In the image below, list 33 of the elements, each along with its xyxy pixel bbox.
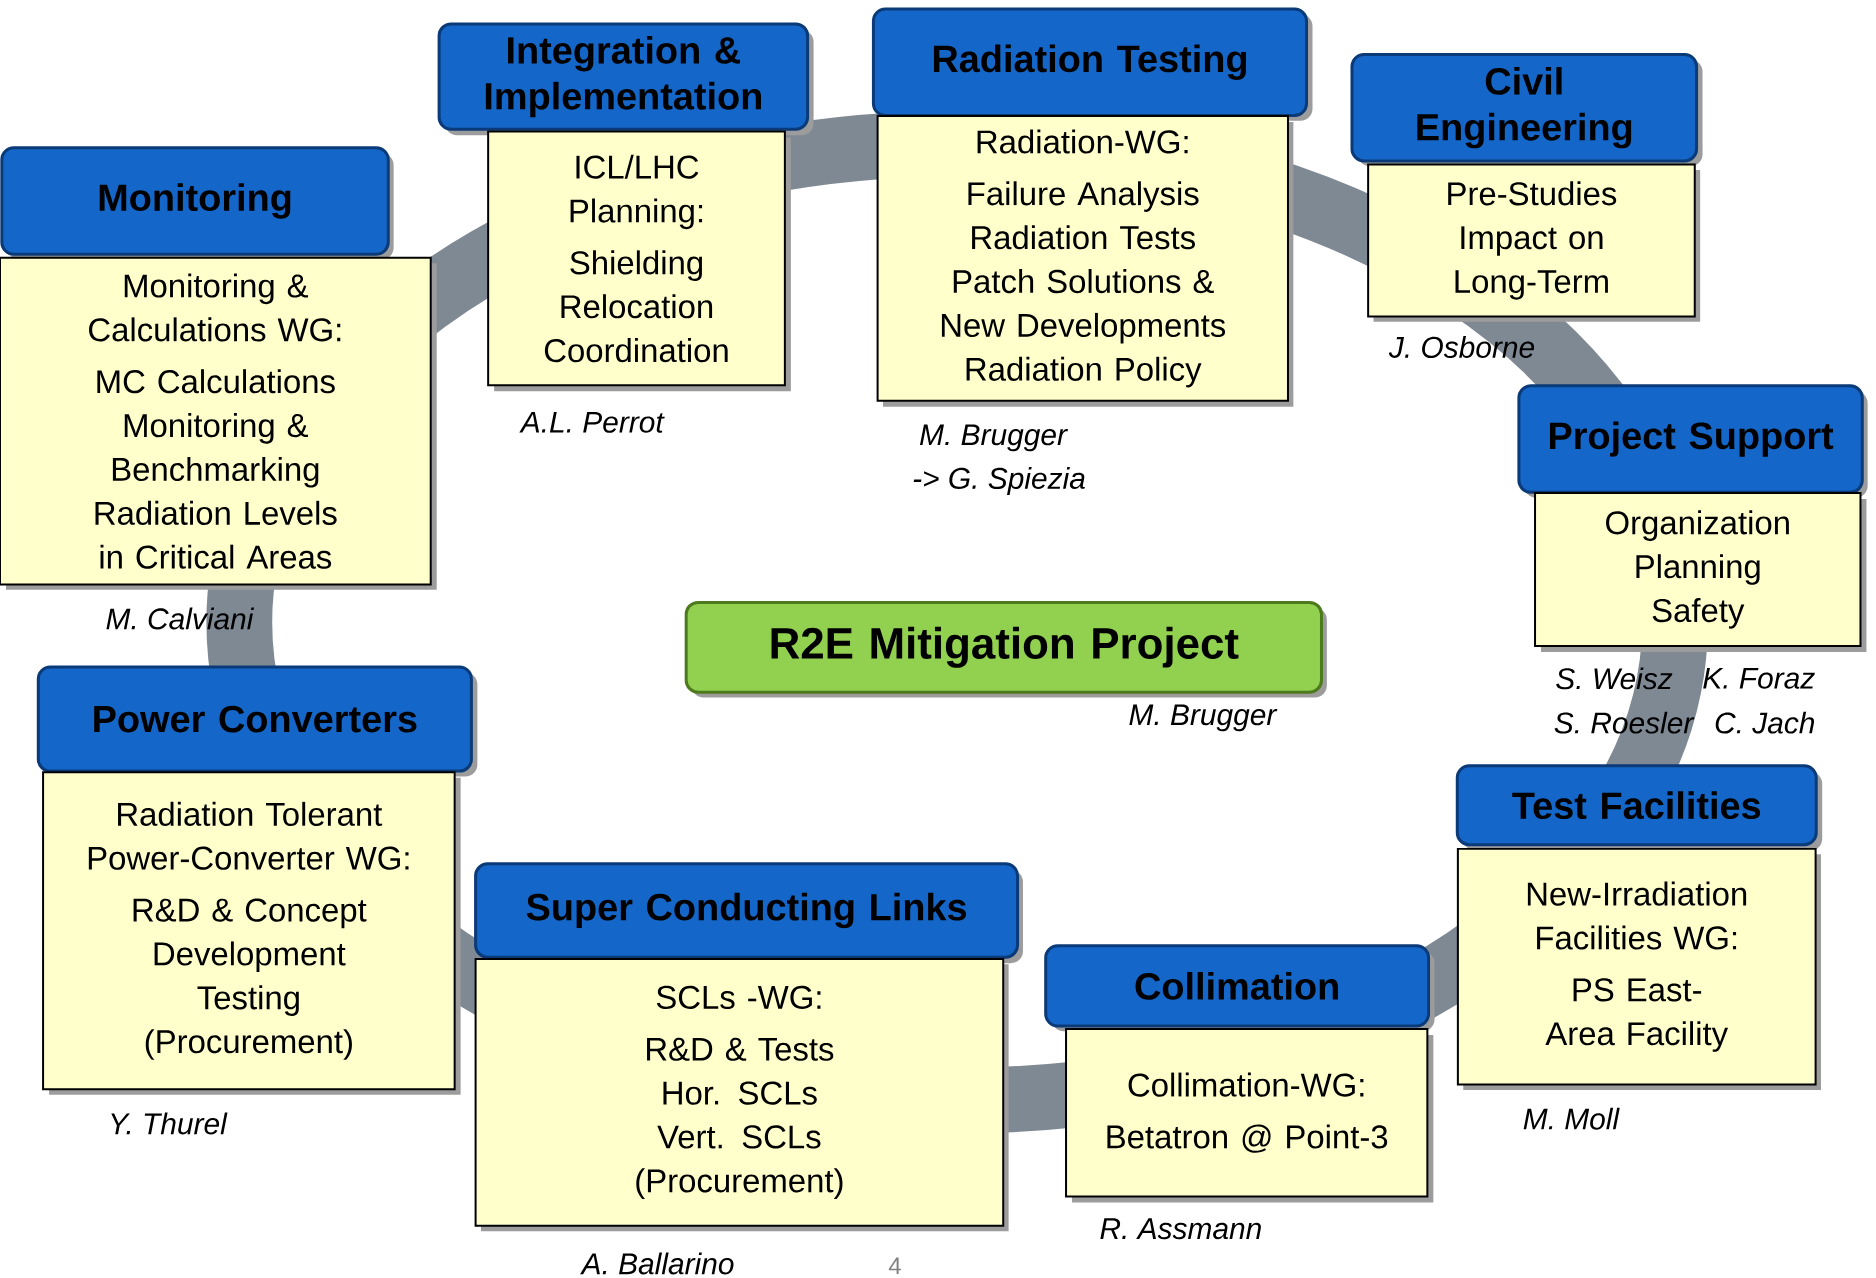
person-name: M. Brugger (1129, 704, 1278, 732)
person-name: -> G. Spiezia (913, 467, 1085, 495)
person-name: K. Foraz (1703, 668, 1815, 689)
topic-box: Pre-Studies Impact on Long-Term (1367, 163, 1701, 322)
topic-box: Radiation Tolerant Power-Converter WG: R&D & Concept Development Testing (Procurement) (42, 771, 461, 1095)
topic-box: New-Irradiation Facilities WG: PS East-Area Facility (1456, 848, 1821, 1091)
project-box: R2E Mitigation Project (684, 601, 1327, 698)
topic-box: SCLs -WG: R&D & Tests Hor. SCLs Vert. SCLs (Procurement) (474, 958, 1009, 1232)
topic-box: Organization Planning Safety (1534, 492, 1867, 653)
header-box: Test Facilities (1455, 764, 1823, 851)
header-box: Super Conducting Links (474, 862, 1023, 964)
person-name: S. Weisz (1556, 667, 1673, 690)
person-name: M. Brugger (920, 424, 1068, 452)
person-name: A.L. Perrot (519, 412, 665, 433)
header-box: Power Converters (36, 665, 478, 777)
person-name: Y. Thurel (111, 1112, 228, 1135)
person-name: C. Jach (1715, 711, 1815, 734)
header-box: Monitoring (0, 146, 394, 260)
header-box: Civil Engineering (1350, 53, 1703, 167)
person-name: J. Osborne (1388, 336, 1535, 359)
topic-box: Radiation-WG: Failure Analysis Radiation Tests Patch Solutions & New Developments Radiation Policy (876, 115, 1294, 407)
topic-box: Collimation-WG: Betatron @ Point-3 (1065, 1028, 1434, 1203)
person-name: A. Ballarino (580, 1252, 734, 1275)
header-box: Collimation (1044, 944, 1435, 1032)
person-name: M. Calviani (106, 607, 255, 630)
header-box: Radiation Testing (871, 7, 1313, 121)
header-box: Project Support (1517, 384, 1868, 498)
page-number: 4 (888, 1257, 901, 1275)
topic-box: ICL/LHC Planning: Shielding Relocation Coordination (487, 130, 791, 392)
person-name: R. Assmann (1100, 1218, 1261, 1240)
person-name: M. Moll (1523, 1107, 1620, 1130)
topic-box: Monitoring & Calculations WG: MC Calculations Monitoring & Benchmarking Radiation Levels in Critical Areas (0, 256, 437, 590)
header-box: Integration & Implementation (437, 22, 814, 136)
